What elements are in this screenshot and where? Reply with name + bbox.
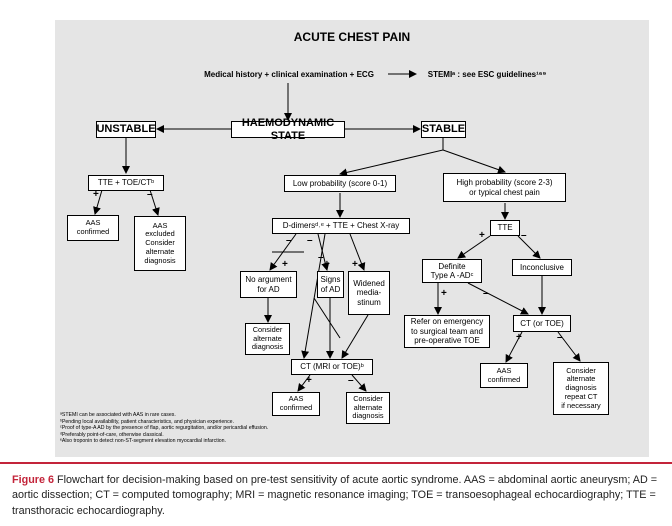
definite-type-a-node: Definite Type A -ADᶜ xyxy=(422,259,482,283)
ct-or-toe-node: CT (or TOE) xyxy=(513,315,571,332)
edge-ct-toe-to-consider-repeat xyxy=(557,331,581,362)
haemodynamic-state-node: HAEMODYNAMIC STATE xyxy=(231,117,345,142)
sign-minus-7: – xyxy=(557,332,563,343)
inconclusive-node: Inconclusive xyxy=(512,259,572,276)
edge-ct-mri-to-consider xyxy=(351,374,367,392)
footnote-b: ᵇPending local availability, patient cha… xyxy=(60,418,235,425)
aas-excluded-node: AAS excluded Consider alternate diagnosi… xyxy=(134,216,186,271)
sign-minus-1: – xyxy=(147,189,153,200)
caption-divider xyxy=(0,462,672,464)
sign-plus-6: + xyxy=(441,288,447,299)
edge-ct-mri-to-aas-confirmed xyxy=(297,374,311,392)
unstable-node: UNSTABLE xyxy=(96,121,156,138)
edge-tte-toe-ct-to-aas-excluded xyxy=(149,189,160,216)
low-probability-node: Low probability (score 0-1) xyxy=(284,175,396,192)
sign-minus-4: – xyxy=(318,252,324,263)
no-argument-node: No argument for AD xyxy=(240,271,297,298)
sign-plus-4: + xyxy=(352,259,358,270)
figure-label: Figure 6 xyxy=(12,474,54,486)
tte-toe-ct-node: TTE + TOE/CTᵇ xyxy=(88,175,164,191)
footnote-d: ᵈPreferably point-of-care, otherwise cla… xyxy=(60,431,164,438)
sign-plus-1: + xyxy=(93,189,99,200)
footnotes: ᵃSTEMI can be associated with AAS in rar… xyxy=(60,412,390,445)
edge-ddimers-to-widened xyxy=(349,233,366,271)
tte-node: TTE xyxy=(490,220,520,236)
edge-ddimers-to-signs xyxy=(317,233,330,271)
edge-tte-to-definite xyxy=(457,235,491,259)
refer-emergency-node: Refer on emergency to surgical team and … xyxy=(404,315,490,348)
edge-widened-to-ct xyxy=(341,314,369,359)
sign-minus-3: – xyxy=(307,235,313,246)
aas-confirmed-node-1: AAS confirmed xyxy=(67,215,119,241)
stable-node: STABLE xyxy=(421,121,466,138)
edge-tte-toe-ct-to-aas-confirmed xyxy=(93,189,103,215)
edge-tte-to-inconclusive xyxy=(517,235,541,259)
sign-minus-8: – xyxy=(348,375,354,386)
caption-text: Flowchart for decision-making based on p… xyxy=(12,474,658,517)
edge-definite-to-ct-toe xyxy=(467,282,529,315)
sign-minus-6: – xyxy=(483,288,489,299)
figure-caption: Figure 6 Flowchart for decision-making b… xyxy=(12,473,662,519)
sign-plus-2: + xyxy=(282,259,288,270)
sign-plus-7: + xyxy=(516,332,522,343)
footnote-c: ᶜProof of type-A AD by the presence of f… xyxy=(60,425,269,431)
stemi-node: STEMIᵃ : see ESC guidelines¹⁶⁹ xyxy=(427,69,547,79)
high-probability-node: High probability (score 2-3) or typical … xyxy=(443,173,566,202)
consider-repeat-ct-node: Consider alternate diagnosis repeat CT i… xyxy=(553,362,609,415)
edge-ddimers-to-ct-left xyxy=(301,233,326,359)
chart-title: ACUTE CHEST PAIN xyxy=(293,30,411,44)
edge-stable-to-low xyxy=(339,138,444,177)
edge-ct-toe-to-aas-confirmed xyxy=(505,331,523,363)
edge-signs-to-ct-cross xyxy=(313,297,341,339)
edge-stable-to-high xyxy=(442,138,506,174)
aas-confirmed-node-3: AAS confirmed xyxy=(480,363,528,388)
sign-plus-3: + xyxy=(324,259,330,270)
sign-minus-2: – xyxy=(286,235,292,246)
footnote-e: ᵉAlso troponin to detect non-ST-segment … xyxy=(60,438,226,444)
sign-minus-5: – xyxy=(521,230,527,241)
sign-plus-8: + xyxy=(306,375,312,386)
ct-mri-toe-node: CT (MRI or TOE)ᵇ xyxy=(291,359,373,375)
history-node: Medical history + clinical examination +… xyxy=(204,69,374,79)
signs-of-ad-node: Signs of AD xyxy=(317,271,344,298)
ddimers-node: D-dimersᵈ˒ᵉ + TTE + Chest X-ray xyxy=(272,218,410,234)
footnote-a: ᵃSTEMI can be associated with AAS in rar… xyxy=(60,412,176,418)
sign-plus-5: + xyxy=(479,230,485,241)
consider-alternate-node-1: Consider alternate diagnosis xyxy=(245,323,290,355)
consider-alternate-node-2: Consider alternate diagnosis xyxy=(346,392,390,424)
aas-confirmed-node-2: AAS confirmed xyxy=(272,392,320,416)
widened-mediastinum-node: Widened media- stinum xyxy=(348,271,390,315)
